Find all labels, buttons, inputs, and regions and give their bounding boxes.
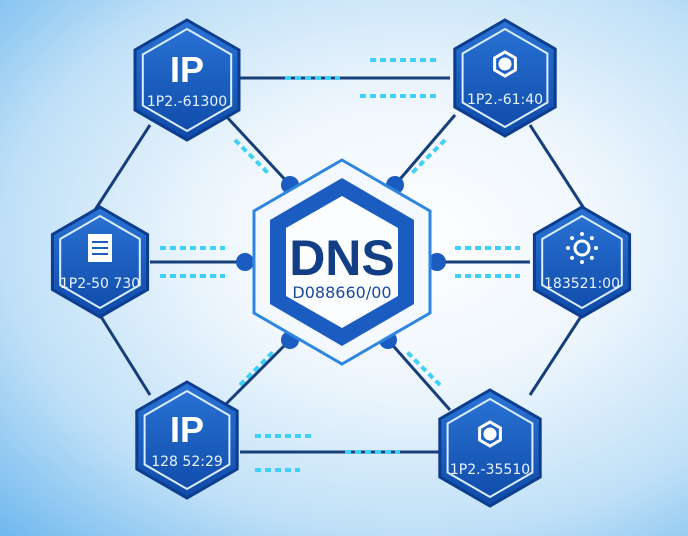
dns-center-node[interactable]: DNS D088660/00 (252, 158, 432, 366)
dns-title: DNS (289, 230, 395, 286)
node-right[interactable]: 183521:00 (532, 205, 632, 319)
link-left-bl (98, 314, 152, 396)
node-title: IP (170, 409, 204, 450)
node-bottom-right[interactable]: 1P2.-35510 (438, 388, 542, 508)
data-flow-dashes (160, 58, 520, 472)
gear-icon (493, 50, 517, 78)
document-icon (88, 234, 112, 262)
node-value: 1P2.-61:40 (467, 92, 543, 108)
node-value: 128 52:29 (151, 454, 223, 470)
node-value: 1P2.-61300 (147, 94, 227, 110)
dns-value: D088660/00 (292, 283, 391, 302)
node-value: 1P2-50 730 (60, 276, 140, 292)
location-pin-icon (478, 420, 502, 448)
node-value: 1P2.-35510 (450, 462, 530, 478)
link-right-br (528, 314, 584, 396)
node-value: 183521:00 (544, 276, 620, 292)
node-top-right[interactable]: 1P2.-61:40 (453, 18, 557, 138)
connection-lines (93, 76, 587, 454)
node-left[interactable]: 1P2-50 730 (50, 205, 150, 319)
node-bottom-left[interactable]: IP 128 52:29 (135, 380, 239, 500)
node-top-left[interactable]: IP 1P2.-61300 (133, 18, 241, 142)
link-tl-left (93, 124, 152, 211)
link-tr-right (528, 124, 587, 211)
node-title: IP (170, 49, 204, 90)
sun-gear-icon (566, 232, 598, 264)
